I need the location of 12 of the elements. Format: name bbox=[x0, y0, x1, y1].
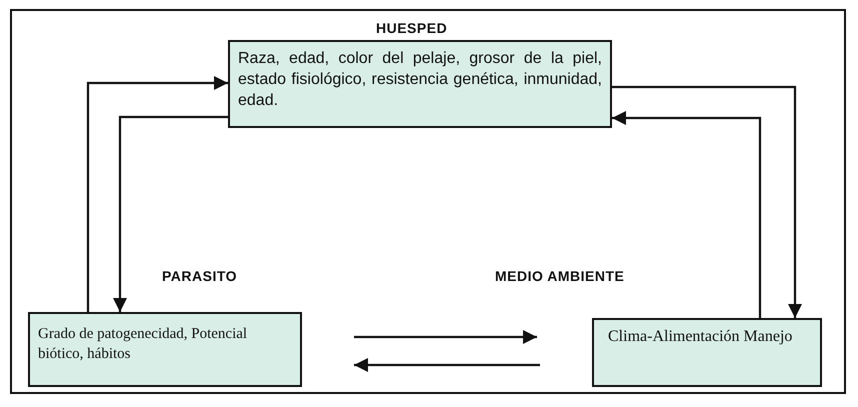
arrow bbox=[612, 111, 762, 318]
arrow bbox=[113, 116, 228, 312]
arrow bbox=[612, 86, 802, 318]
arrow bbox=[354, 358, 540, 372]
heading: MEDIO AMBIENTE bbox=[495, 268, 624, 284]
description: Clima-Alimentación Manejo bbox=[608, 327, 794, 347]
heading: PARASITO bbox=[162, 268, 238, 284]
description: Raza, edad, color del pelaje, grosor de la piel, estado fisiológico, resistencia genética, inmunidad, edad. bbox=[238, 49, 602, 111]
arrow bbox=[354, 330, 537, 344]
heading: HUESPED bbox=[376, 20, 448, 36]
arrow bbox=[86, 76, 228, 312]
description: Grado de patogenecidad, Potencial biótico, hábitos bbox=[38, 325, 248, 364]
